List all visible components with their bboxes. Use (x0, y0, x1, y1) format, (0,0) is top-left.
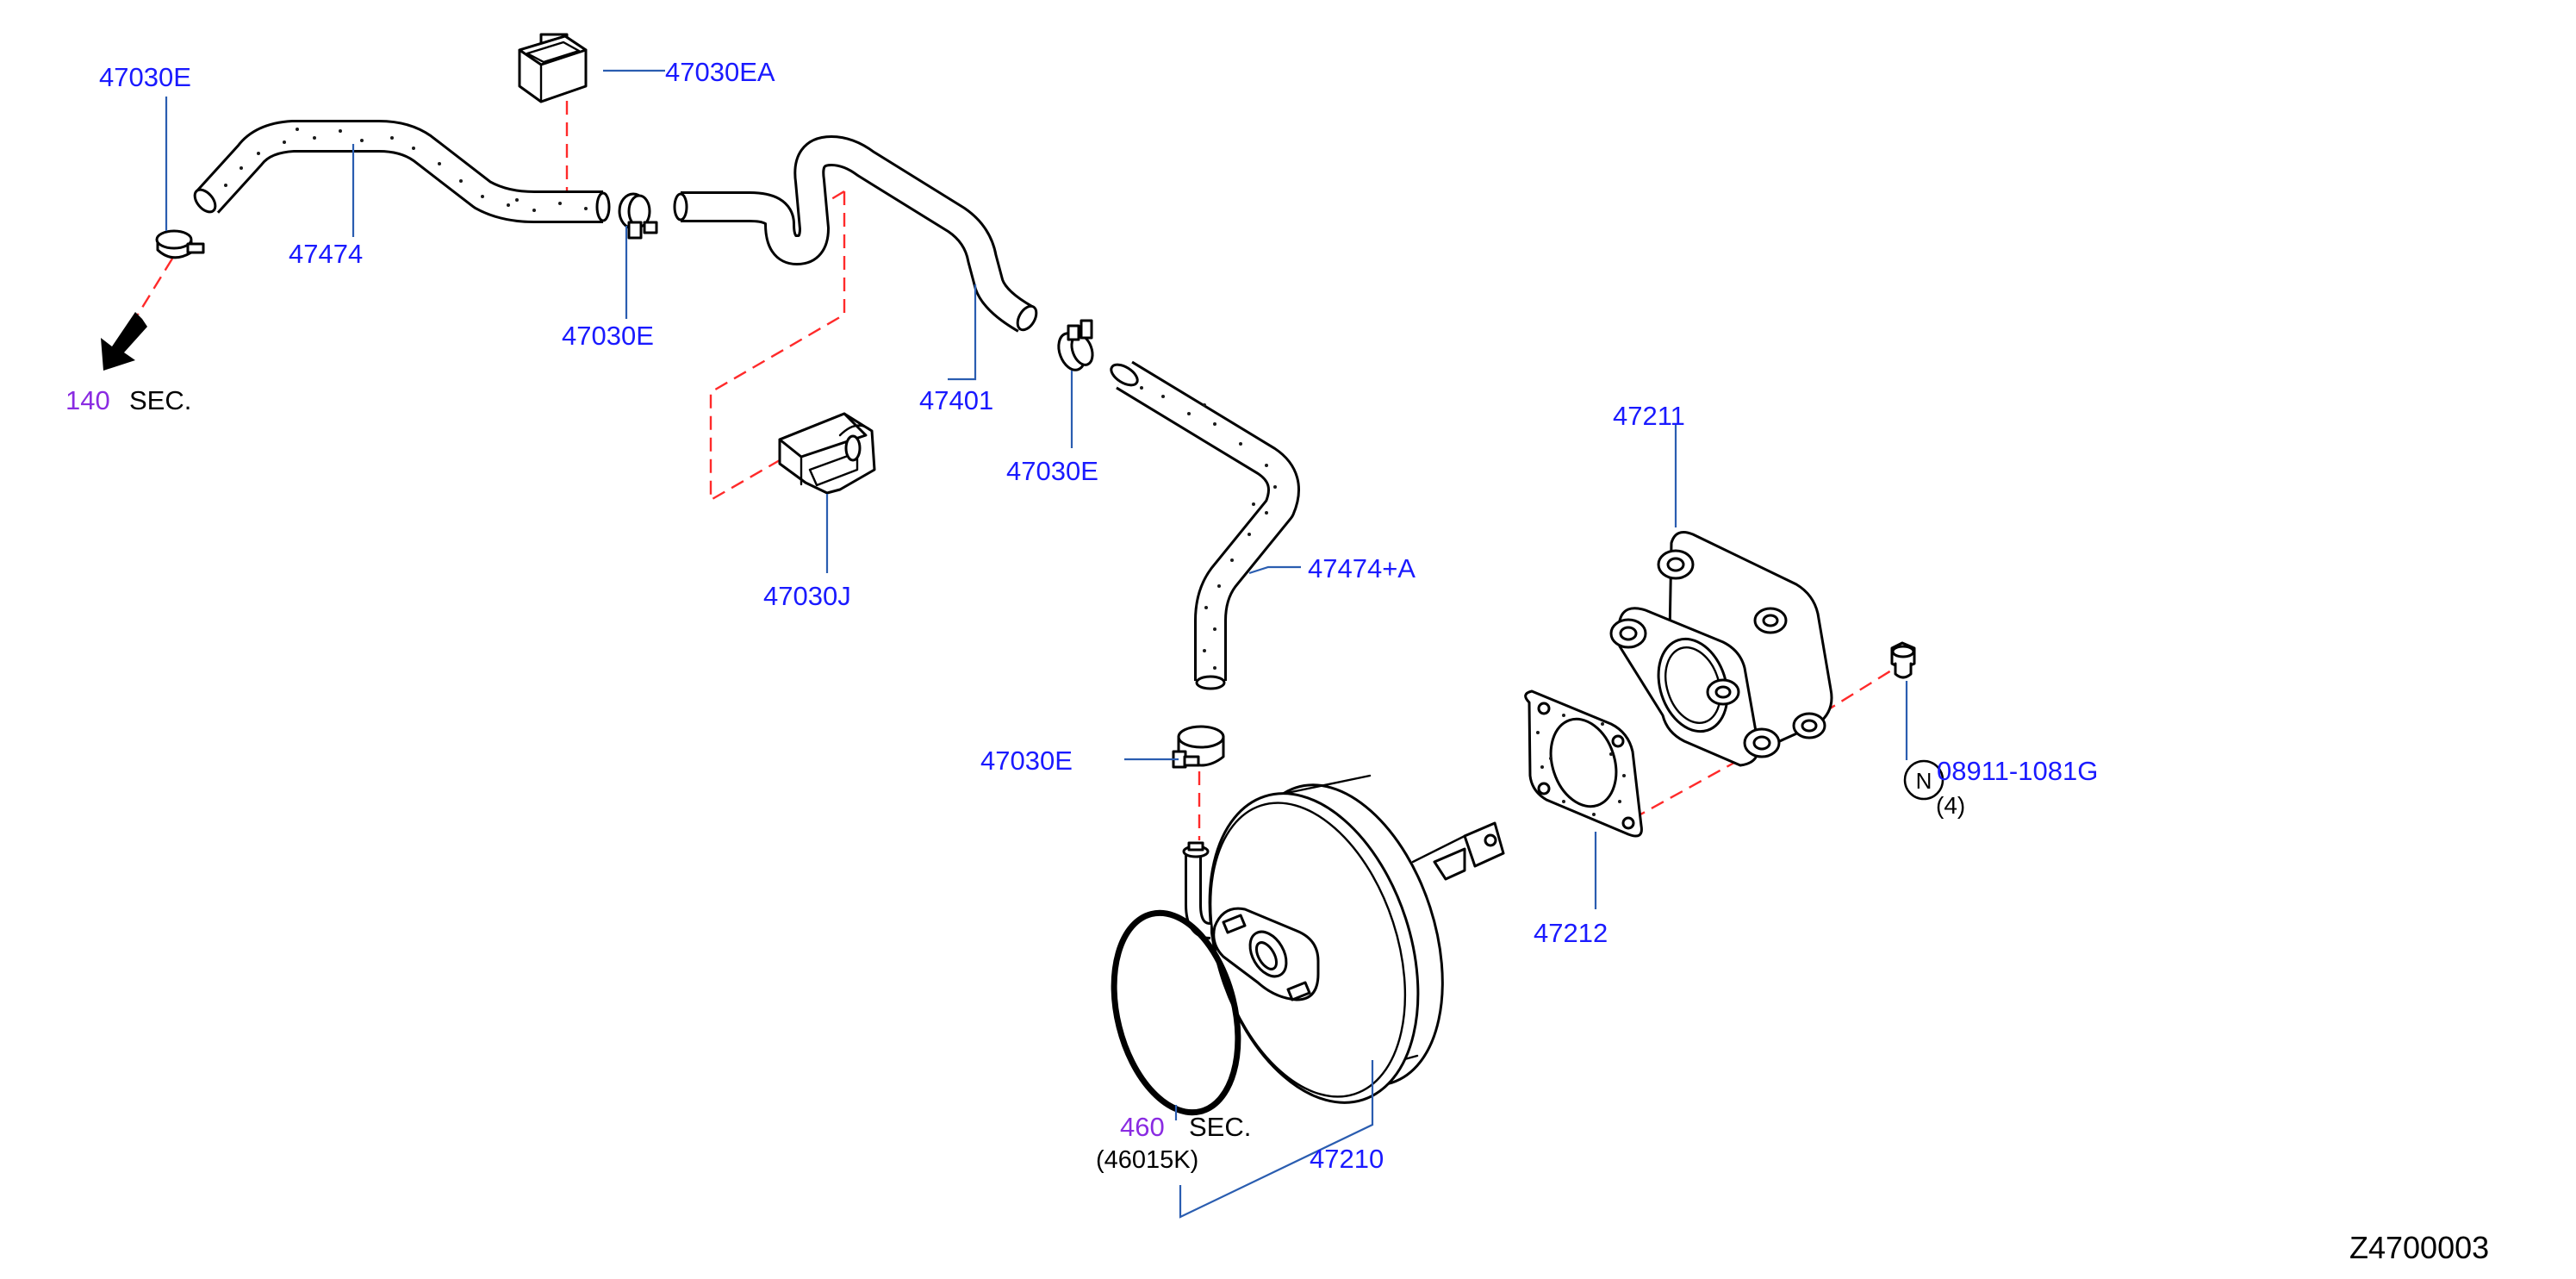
clamp-47030E-top-left[interactable] (155, 229, 205, 259)
dash-tube-to-bracket (709, 191, 846, 502)
leader-hose-47474A (1248, 565, 1301, 575)
spacer-47211[interactable] (1609, 531, 1833, 767)
leader-tube-47401 (948, 284, 977, 381)
nut-badge-icon (1903, 759, 1944, 801)
label-nut-badge: N (1916, 768, 1932, 794)
label-nut-qty: (4) (1936, 792, 1965, 819)
gasket-texture (1536, 714, 1626, 816)
diagram-code: Z4700003 (2349, 1230, 2489, 1265)
hose-a-texture (1140, 386, 1277, 670)
label-gasket[interactable]: 47212 (1534, 918, 1608, 948)
nut-08911-1081G[interactable] (1890, 641, 1916, 679)
hose-47474[interactable] (190, 120, 611, 223)
bracket-47030J[interactable] (778, 412, 876, 495)
hose-texture (224, 128, 588, 212)
tube-47401[interactable] (673, 135, 1040, 333)
gasket-holes (1537, 702, 1635, 830)
booster-studs (1222, 914, 1311, 1001)
brake-booster-47210[interactable] (1173, 759, 1505, 1129)
part-labels: 47030E 47030EA 47474 47030E 140 SEC. 474… (65, 57, 2489, 1265)
clamp-47030E-bottom[interactable] (1172, 725, 1225, 769)
hose-47474A[interactable] (1108, 360, 1300, 690)
label-section-460-sub: (46015K) (1096, 1146, 1198, 1174)
label-connector[interactable]: 47030EA (665, 57, 775, 87)
label-bracket[interactable]: 47030J (763, 581, 851, 611)
spacer-bosses (1609, 549, 1826, 758)
label-spacer[interactable]: 47211 (1613, 401, 1685, 431)
label-clamp-bottom[interactable]: 47030E (980, 746, 1073, 776)
gasket-47212[interactable] (1524, 689, 1643, 838)
label-section-460-number[interactable]: 460 (1120, 1112, 1165, 1142)
label-nut-part[interactable]: 08911-1081G (1937, 756, 2098, 786)
clamp-47030E-mid[interactable] (618, 192, 658, 240)
connector-47030EA[interactable] (518, 33, 588, 103)
label-booster[interactable]: 47210 (1310, 1144, 1384, 1174)
label-clamp-mid[interactable]: 47030E (562, 321, 654, 351)
label-hose-47474A[interactable]: 47474+A (1308, 553, 1416, 583)
label-section-140-text: SEC. (129, 385, 191, 415)
leader-lines (165, 69, 1908, 1219)
label-section-140-number[interactable]: 140 (65, 385, 110, 415)
label-section-460-text: SEC. (1189, 1112, 1251, 1142)
label-tube-47401[interactable]: 47401 (919, 385, 993, 415)
label-clamp-right[interactable]: 47030E (1006, 456, 1098, 486)
o-ring-46015K[interactable] (1094, 900, 1257, 1126)
section-arrow-icon (101, 312, 147, 371)
label-clamp-top-left[interactable]: 47030E (99, 62, 191, 92)
dash-clamp-to-section-140 (136, 258, 174, 315)
label-hose-47474[interactable]: 47474 (289, 239, 363, 269)
clamp-47030E-right[interactable] (1054, 319, 1096, 373)
dash-spacer-to-nut (1804, 666, 1896, 726)
leader-booster (1179, 1060, 1374, 1219)
